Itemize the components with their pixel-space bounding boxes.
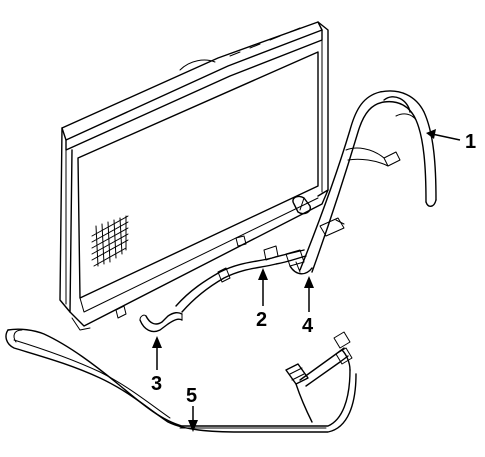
callout-numbers: 1 2 3 4 5 <box>151 131 476 407</box>
radiator <box>59 21 329 331</box>
part-4-pipe <box>289 261 313 275</box>
callout-leaders <box>152 129 461 432</box>
callout-2: 2 <box>256 309 267 331</box>
part-5-cooler-line <box>5 328 357 433</box>
callout-1: 1 <box>465 131 476 153</box>
part-2-hose <box>175 249 307 313</box>
part-3-short-hose <box>139 311 183 333</box>
callout-4: 4 <box>302 315 314 337</box>
part-1-upper-pipe <box>299 90 437 273</box>
callout-5: 5 <box>186 385 197 407</box>
callout-3: 3 <box>151 373 162 395</box>
core-mesh <box>91 215 129 267</box>
